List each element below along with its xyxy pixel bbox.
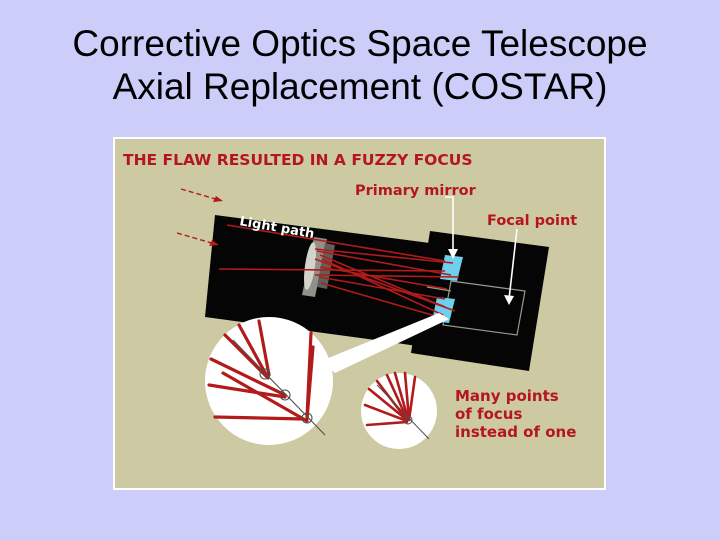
slide-title-line-1: Corrective Optics Space Telescope: [72, 23, 648, 64]
primary-mirror-pointer-arrowhead: [448, 249, 458, 259]
focus-caption: Many points of focus instead of one: [455, 387, 576, 441]
focal-point-pointer-arrowhead: [504, 295, 514, 305]
caption-line-2: of focus: [455, 405, 522, 423]
diagram-heading: THE FLAW RESULTED IN A FUZZY FOCUS: [123, 151, 472, 169]
incoming-light-arrows: [176, 188, 223, 246]
large-magnified-view: [205, 317, 333, 445]
label-focal-point: Focal point: [487, 213, 577, 229]
label-primary-mirror: Primary mirror: [355, 183, 477, 199]
diagram-canvas: THE FLAW RESULTED IN A FUZZY FOCUS: [115, 139, 604, 488]
slide-title: Corrective Optics Space Telescope Axial …: [0, 22, 720, 108]
magnify-callout-beam: [321, 313, 449, 373]
slide-title-line-2: Axial Replacement (COSTAR): [112, 66, 608, 107]
light-path-rays: [218, 224, 460, 318]
caption-line-1: Many points: [455, 387, 559, 405]
label-pointers: [445, 196, 518, 300]
telescope-flaw-diagram: THE FLAW RESULTED IN A FUZZY FOCUS: [113, 137, 606, 490]
caption-line-3: instead of one: [455, 423, 576, 441]
small-magnified-view: [361, 371, 437, 449]
